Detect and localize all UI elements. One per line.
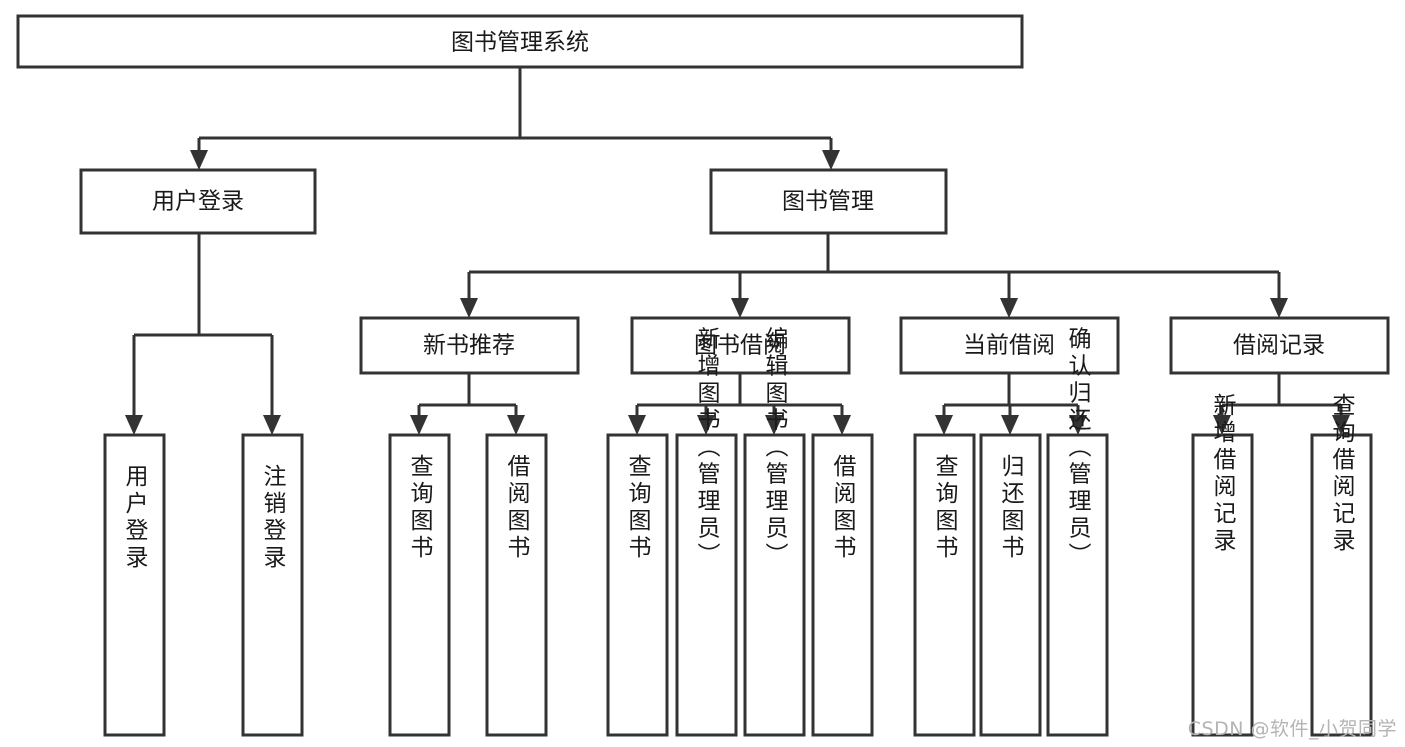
arrow-head-borrow-record <box>1270 298 1288 318</box>
arrow-head-leaf-query-record <box>1332 415 1350 435</box>
node-leaf-query-book-1-box[interactable] <box>388 433 451 737</box>
node-leaf-return-book-box[interactable] <box>979 433 1042 737</box>
node-leaf-return-book-label: 归还图书 <box>997 454 1025 562</box>
node-leaf-confirm-return[interactable]: 确认归还（管理员） <box>1046 327 1109 737</box>
node-leaf-add-record-label: 新增借阅记录 <box>1209 393 1237 555</box>
node-leaf-add-book-label: 新增图书（管理员） <box>693 327 721 570</box>
node-leaf-borrow-book-1-box[interactable] <box>485 433 548 737</box>
node-leaf-return-book[interactable]: 归还图书 <box>979 433 1042 737</box>
arrow-head-leaf-query-book-2 <box>628 415 646 435</box>
arrow-head-leaf-borrow-book-1 <box>507 415 525 435</box>
node-book-borrow[interactable]: 图书借阅 <box>630 316 851 375</box>
node-leaf-query-book-3[interactable]: 查询图书 <box>913 433 976 737</box>
node-book-borrow-box[interactable] <box>630 316 851 375</box>
arrow-head-new-book-rec <box>460 298 478 318</box>
node-new-book-rec-label: 新书推荐 <box>423 333 515 359</box>
arrow-head-book-manage <box>822 150 840 170</box>
node-leaf-user-login[interactable]: 用户登录 <box>103 433 166 737</box>
node-user-login-box[interactable] <box>79 168 317 235</box>
node-book-manage[interactable]: 图书管理 <box>709 168 948 235</box>
node-user-login[interactable]: 用户登录 <box>79 168 317 235</box>
node-user-login-label: 用户登录 <box>152 189 244 215</box>
node-leaf-query-book-1-label: 查询图书 <box>406 454 434 562</box>
node-leaf-logout[interactable]: 注销登录 <box>241 433 304 737</box>
node-leaf-query-record[interactable]: 查询借阅记录 <box>1310 393 1373 737</box>
arrow-head-leaf-query-book-1 <box>410 415 428 435</box>
node-leaf-logout-box[interactable] <box>241 433 304 737</box>
node-leaf-query-book-2[interactable]: 查询图书 <box>606 433 669 737</box>
arrow-head-leaf-confirm-return <box>1069 415 1087 435</box>
node-leaf-borrow-book-2[interactable]: 借阅图书 <box>811 433 874 737</box>
node-leaf-query-book-3-label: 查询图书 <box>931 454 959 562</box>
node-new-book-rec[interactable]: 新书推荐 <box>359 316 580 375</box>
node-leaf-borrow-book-2-label: 借阅图书 <box>829 454 857 562</box>
node-leaf-query-book-2-box[interactable] <box>606 433 669 737</box>
node-current-borrow[interactable]: 当前借阅 <box>899 316 1120 375</box>
arrow-head-leaf-add-record <box>1213 415 1231 435</box>
node-book-manage-label: 图书管理 <box>782 189 874 215</box>
node-root-box[interactable] <box>16 14 1024 69</box>
node-leaf-borrow-book-2-box[interactable] <box>811 433 874 737</box>
node-leaf-query-book-1[interactable]: 查询图书 <box>388 433 451 737</box>
node-leaf-edit-book-label: 编辑图书（管理员） <box>761 327 789 570</box>
arrow-head-leaf-query-book-3 <box>935 415 953 435</box>
node-leaf-add-book[interactable]: 新增图书（管理员） <box>675 327 738 737</box>
node-leaf-query-book-2-label: 查询图书 <box>624 454 652 562</box>
node-book-manage-box[interactable] <box>709 168 948 235</box>
node-root-label: 图书管理系统 <box>451 30 589 56</box>
node-new-book-rec-box[interactable] <box>359 316 580 375</box>
arrow-head-book-borrow <box>731 298 749 318</box>
node-leaf-borrow-book-1[interactable]: 借阅图书 <box>485 433 548 737</box>
node-current-borrow-label: 当前借阅 <box>963 333 1055 359</box>
node-book-borrow-label: 图书借阅 <box>694 333 786 359</box>
node-current-borrow-box[interactable] <box>899 316 1120 375</box>
node-leaf-confirm-return-label: 确认归还（管理员） <box>1064 327 1092 570</box>
arrow-head-leaf-borrow-book-2 <box>833 415 851 435</box>
node-leaf-edit-book-box[interactable] <box>743 433 806 737</box>
arrow-head-leaf-return-book <box>1001 415 1019 435</box>
node-leaf-user-login-box[interactable] <box>103 433 166 737</box>
arrow-head-leaf-edit-book <box>765 415 783 435</box>
node-borrow-record-box[interactable] <box>1169 316 1390 375</box>
node-leaf-edit-book[interactable]: 编辑图书（管理员） <box>743 327 806 737</box>
node-leaf-query-record-label: 查询借阅记录 <box>1328 393 1356 555</box>
arrow-head-user-login <box>190 150 208 170</box>
node-leaf-add-record[interactable]: 新增借阅记录 <box>1191 393 1254 737</box>
arrow-head-leaf-add-book <box>697 415 715 435</box>
node-leaf-borrow-book-1-label: 借阅图书 <box>503 454 531 562</box>
node-leaf-add-book-box[interactable] <box>675 433 738 737</box>
node-leaf-query-book-3-box[interactable] <box>913 433 976 737</box>
node-leaf-logout-label: 注销登录 <box>259 464 287 572</box>
arrow-head-leaf-user-login <box>125 415 143 435</box>
node-borrow-record-label: 借阅记录 <box>1233 333 1325 359</box>
node-borrow-record[interactable]: 借阅记录 <box>1169 316 1390 375</box>
csdn-watermark: CSDN @软件_小贺同学 <box>1187 718 1397 740</box>
arrow-head-leaf-logout <box>263 415 281 435</box>
node-leaf-query-record-box[interactable] <box>1310 433 1373 737</box>
node-root[interactable]: 图书管理系统 <box>16 14 1024 69</box>
node-leaf-add-record-box[interactable] <box>1191 433 1254 737</box>
arrow-head-current-borrow <box>1000 298 1018 318</box>
connector-layer <box>125 67 1350 435</box>
node-leaf-confirm-return-box[interactable] <box>1046 433 1109 737</box>
node-leaf-user-login-label: 用户登录 <box>121 464 149 572</box>
